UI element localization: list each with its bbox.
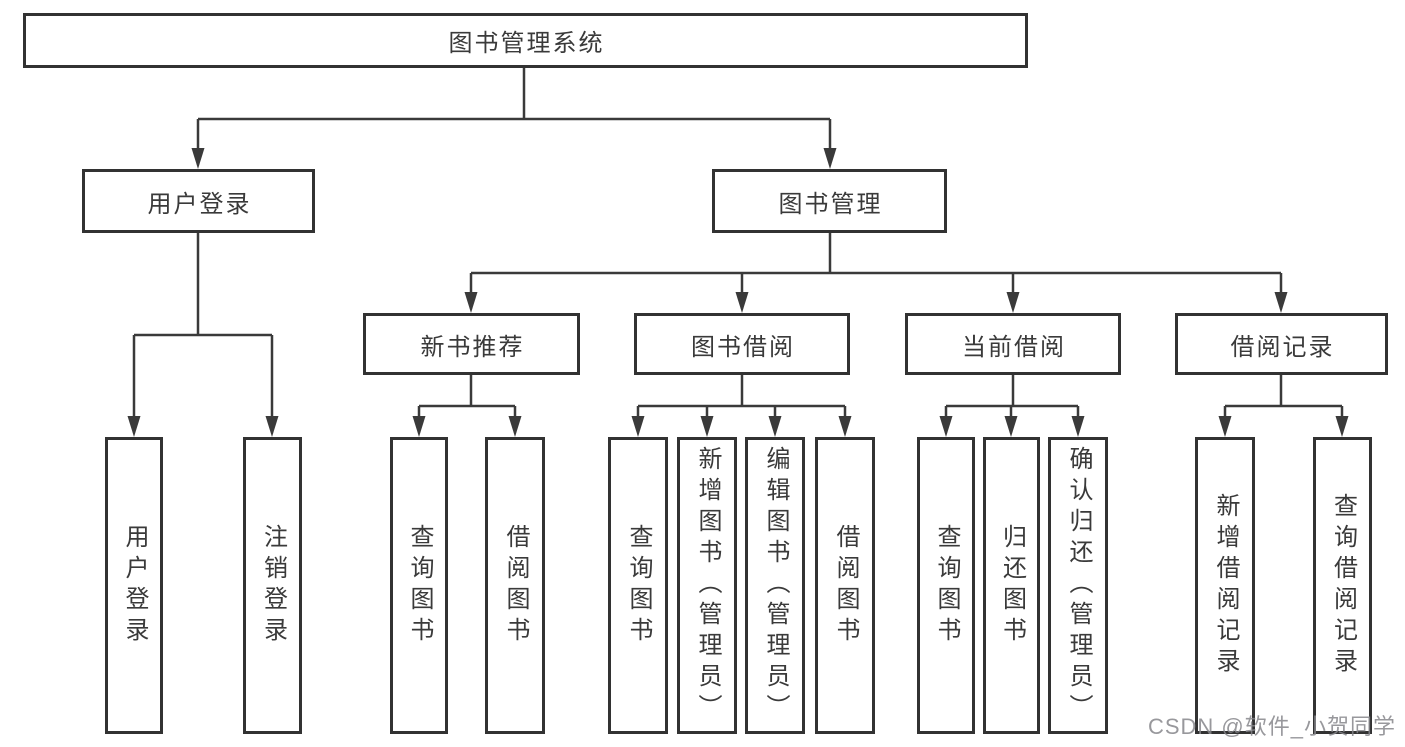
node-label: 归还图书 bbox=[998, 523, 1026, 648]
node-label: 用户登录 bbox=[121, 523, 148, 648]
node-user-login-group: 用户登录 bbox=[82, 169, 315, 233]
arrowhead-icon bbox=[823, 148, 837, 169]
node-bb-add-books: 新增图书（管理员） bbox=[677, 437, 737, 734]
connector-path bbox=[132, 68, 1344, 422]
arrowhead-icon bbox=[735, 292, 749, 313]
node-current-borrowing: 当前借阅 bbox=[905, 313, 1121, 375]
node-label: 图书管理系统 bbox=[448, 30, 605, 57]
node-cb-confirm-return: 确认归还（管理员） bbox=[1048, 437, 1108, 734]
arrowhead-icon bbox=[1071, 416, 1085, 437]
arrowhead-icon bbox=[265, 416, 279, 437]
node-root: 图书管理系统 bbox=[23, 13, 1028, 68]
node-user-login: 用户登录 bbox=[105, 437, 163, 734]
node-label: 查询图书 bbox=[625, 523, 652, 648]
node-label: 借阅记录 bbox=[1230, 333, 1335, 361]
arrowhead-icon bbox=[631, 416, 645, 437]
arrowhead-icon bbox=[838, 416, 852, 437]
arrowhead-icon bbox=[412, 416, 426, 437]
node-rec-borrow-books: 借阅图书 bbox=[485, 437, 545, 734]
node-new-book-recommend: 新书推荐 bbox=[363, 313, 580, 375]
node-book-management: 图书管理 bbox=[712, 169, 947, 233]
arrowhead-icon bbox=[191, 148, 205, 169]
arrowhead-icon bbox=[1274, 292, 1288, 313]
node-label: 新增借阅记录 bbox=[1212, 492, 1239, 679]
node-cb-query-books: 查询图书 bbox=[917, 437, 975, 734]
node-label: 查询借阅记录 bbox=[1329, 492, 1357, 679]
arrowhead-icon bbox=[464, 292, 478, 313]
node-label: 查询图书 bbox=[933, 523, 960, 648]
node-cb-return-books: 归还图书 bbox=[983, 437, 1040, 734]
arrowhead-icon bbox=[508, 416, 522, 437]
node-label: 编辑图书（管理员） bbox=[762, 446, 789, 725]
node-label: 用户登录 bbox=[147, 190, 252, 218]
node-borrowing-records: 借阅记录 bbox=[1175, 313, 1388, 375]
node-user-logout: 注销登录 bbox=[243, 437, 302, 734]
node-label: 新增图书（管理员） bbox=[694, 446, 721, 725]
node-rec-query-books: 查询图书 bbox=[390, 437, 448, 734]
arrowhead-icon bbox=[127, 416, 141, 437]
node-br-add-record: 新增借阅记录 bbox=[1195, 437, 1255, 734]
node-br-query-record: 查询借阅记录 bbox=[1313, 437, 1372, 734]
node-bb-query-books: 查询图书 bbox=[608, 437, 668, 734]
node-label: 借阅图书 bbox=[502, 523, 529, 648]
arrowhead-icon bbox=[1335, 416, 1349, 437]
arrowhead-icon bbox=[1004, 416, 1018, 437]
node-label: 借阅图书 bbox=[832, 523, 859, 648]
node-label: 确认归还（管理员） bbox=[1065, 446, 1092, 725]
arrowhead-icon bbox=[939, 416, 953, 437]
node-label: 当前借阅 bbox=[962, 333, 1066, 361]
node-label: 查询图书 bbox=[406, 523, 433, 648]
arrowhead-icon bbox=[700, 416, 714, 437]
node-bb-borrow-books: 借阅图书 bbox=[815, 437, 875, 734]
node-bb-edit-books: 编辑图书（管理员） bbox=[745, 437, 805, 734]
node-label: 新书推荐 bbox=[420, 333, 525, 361]
node-label: 图书借阅 bbox=[691, 333, 795, 361]
arrowhead-icon bbox=[1218, 416, 1232, 437]
arrowhead-icon bbox=[768, 416, 782, 437]
arrowhead-icon bbox=[1006, 292, 1020, 313]
node-book-borrowing: 图书借阅 bbox=[634, 313, 850, 375]
node-label: 图书管理 bbox=[778, 190, 883, 218]
node-label: 注销登录 bbox=[259, 523, 287, 648]
